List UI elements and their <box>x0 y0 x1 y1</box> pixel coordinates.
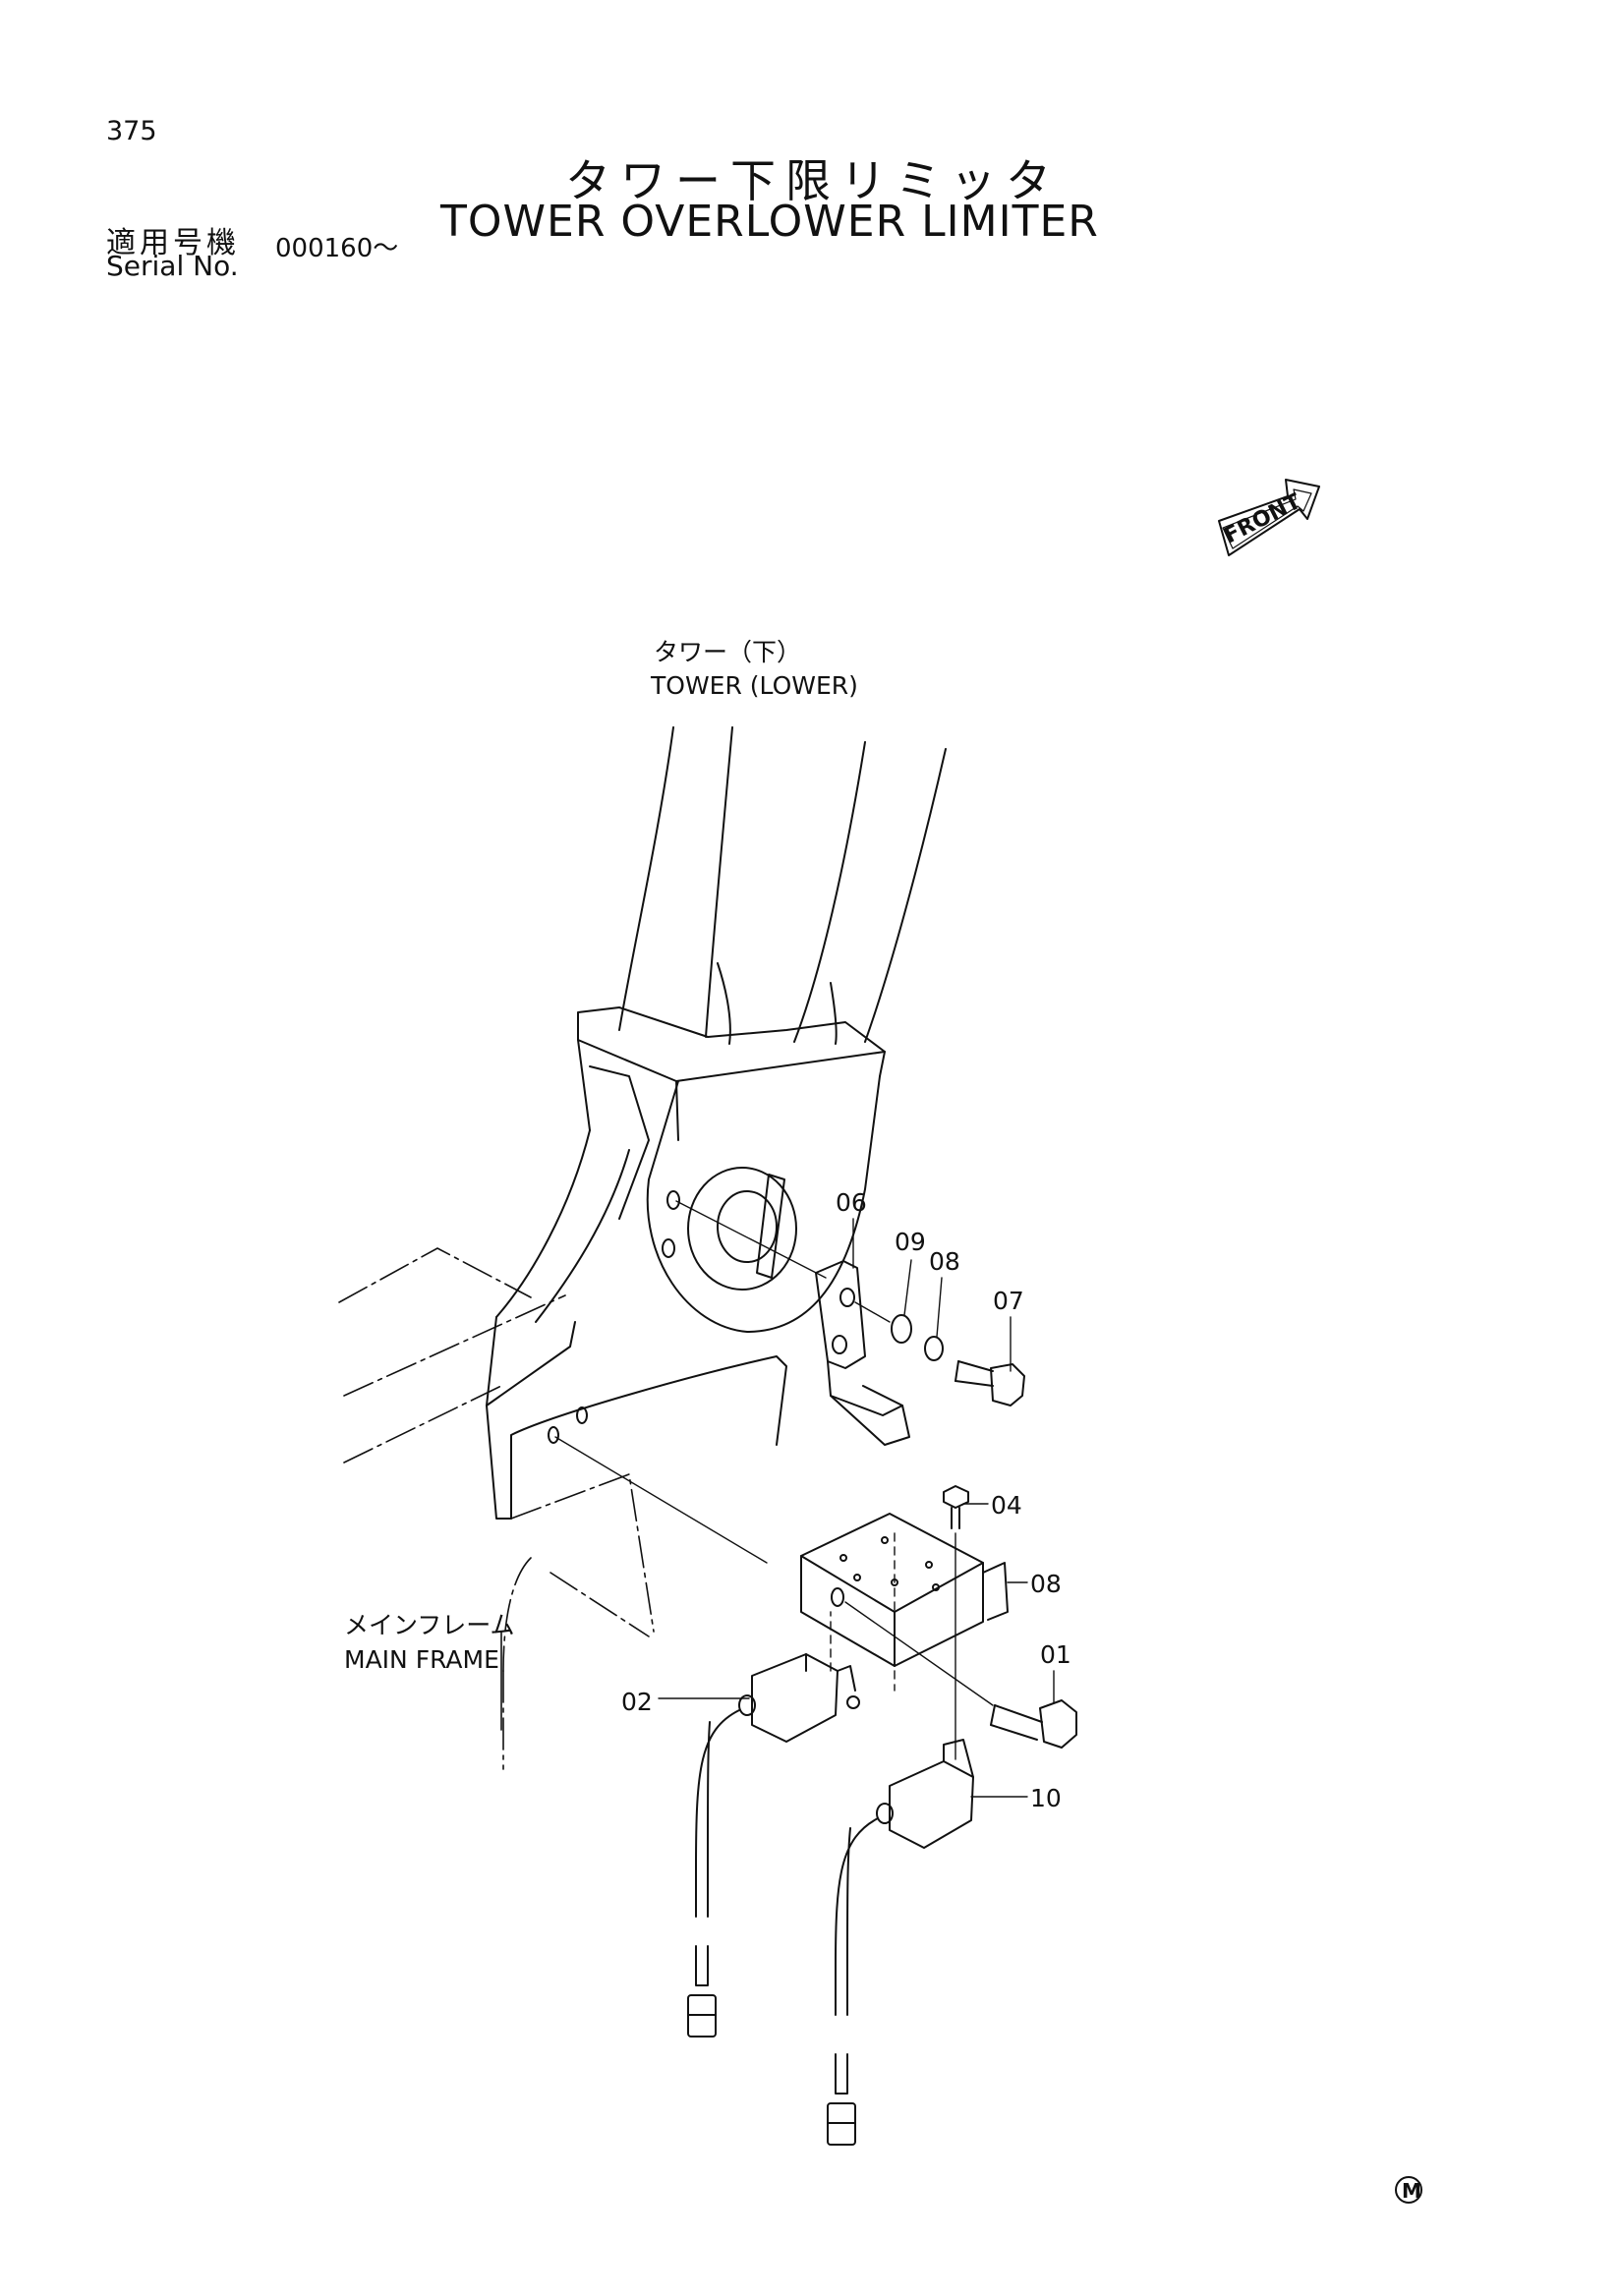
title-english: TOWER OVERLOWER LIMITER <box>440 197 1099 247</box>
part-02-limit-switch <box>687 1653 860 2038</box>
front-label: FRONT <box>1220 489 1304 548</box>
callout-09: 08 <box>1030 1570 1062 1598</box>
part-10-limit-switch <box>827 1739 974 2146</box>
tower-lower <box>486 726 947 1520</box>
front-arrow-icon: FRONT <box>1218 479 1320 556</box>
m-mark-label: M <box>1402 2179 1421 2203</box>
page-number: 375 <box>106 116 157 146</box>
part-08-washer <box>891 1314 912 1344</box>
part-07-spring-washer <box>924 1336 944 1361</box>
callout-01: 01 <box>1040 1640 1071 1669</box>
callout-07: 08 <box>929 1247 960 1276</box>
part-09-bracket <box>800 1513 1009 1667</box>
callout-05: 06 <box>836 1188 867 1217</box>
part-06-bolt <box>955 1360 1025 1406</box>
callout-04: 04 <box>991 1491 1022 1520</box>
main-frame <box>338 1247 655 1770</box>
leader-lines <box>658 1218 1055 1798</box>
callout-02: 02 <box>621 1688 653 1716</box>
assembly-lines <box>554 1200 994 1760</box>
title-japanese: タワー下限リミッタ <box>565 154 1061 207</box>
tower-label-japanese: タワー（下） <box>654 638 801 666</box>
callout-08: 09 <box>895 1228 926 1256</box>
main-frame-label-english: MAIN FRAME <box>344 1645 499 1674</box>
serial-range: 000160～ <box>275 234 399 263</box>
main-frame-label-japanese: メインフレーム <box>344 1611 515 1639</box>
part-numbers: 06 09 08 07 04 08 01 02 10 <box>621 1188 1071 1812</box>
serial-label-japanese: 適用号機 <box>106 226 240 260</box>
part-01-bolt <box>990 1699 1077 1749</box>
callout-06: 07 <box>993 1287 1024 1315</box>
part-05-lever <box>815 1260 910 1446</box>
serial-label-english: Serial No. <box>106 250 239 282</box>
m-mark-icon: M <box>1395 2176 1422 2204</box>
tower-label-english: TOWER (LOWER) <box>650 671 858 700</box>
callout-10: 10 <box>1030 1784 1062 1812</box>
part-04-screw <box>943 1485 969 1529</box>
